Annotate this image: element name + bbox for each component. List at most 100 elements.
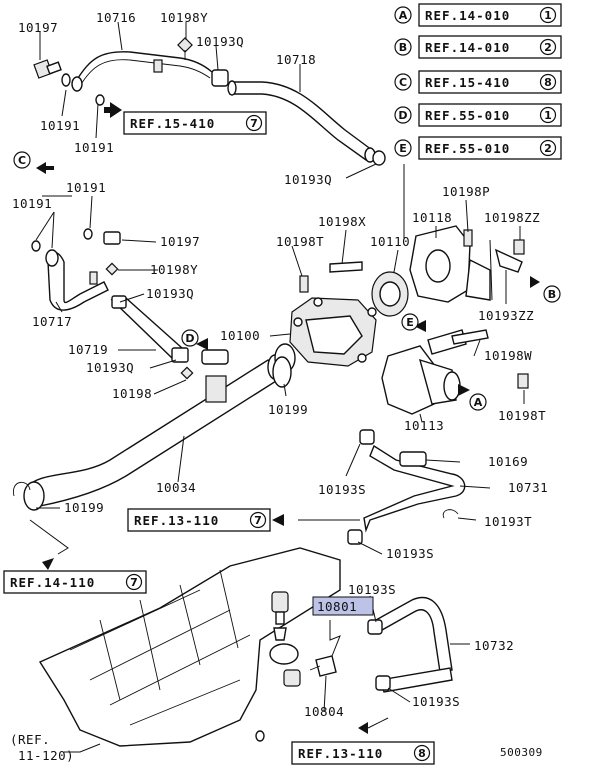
svg-text:REF.13-110: REF.13-110 [298, 746, 383, 761]
ref-box-14-110[interactable]: REF.14-110 7 [3, 570, 147, 594]
thermostat-10110 [371, 271, 409, 317]
part-label[interactable]: 10198X [318, 214, 366, 229]
part-label[interactable]: 10193Q [284, 172, 332, 187]
clamp-10193Q-top [177, 37, 229, 87]
part-label[interactable]: 10718 [276, 52, 316, 67]
bolt-10197-top [33, 59, 71, 87]
part-label[interactable]: 10198T [498, 408, 546, 423]
svg-text:REF.55-010: REF.55-010 [425, 141, 510, 156]
svg-text:7: 7 [250, 117, 258, 130]
leader-lines [29, 21, 525, 753]
ref-box-15-410[interactable]: REF.15-410 7 [123, 111, 267, 135]
svg-text:C: C [399, 76, 407, 89]
svg-text:11-120): 11-120) [18, 748, 74, 763]
part-label[interactable]: 10804 [304, 704, 344, 719]
part-label[interactable]: 10193ZZ [478, 308, 534, 323]
hose-10732 [367, 596, 453, 693]
housing-10118 [409, 225, 525, 303]
part-label-10801[interactable]: 10801 [317, 599, 357, 614]
callout-d-mid[interactable]: D [181, 329, 199, 347]
part-label[interactable]: 10191 [40, 118, 80, 133]
svg-text:B: B [399, 41, 407, 54]
legend-row-e[interactable]: E REF.55-010 2 [394, 136, 562, 160]
bolts-10198X-10198T [299, 261, 363, 293]
part-label[interactable]: 10191 [74, 140, 114, 155]
flow-arrows [36, 102, 540, 734]
callout-e-mid[interactable]: E [401, 313, 419, 331]
svg-text:E: E [399, 142, 407, 155]
callout-b-right[interactable]: B [543, 285, 561, 303]
part-label[interactable]: 10198P [442, 184, 490, 199]
part-label[interactable]: 10118 [412, 210, 452, 225]
part-label[interactable]: 10198Y [150, 262, 198, 277]
part-label[interactable]: 10197 [18, 20, 58, 35]
part-labels: 10197 10716 10198Y 10193Q 10718 10191 10… [12, 10, 548, 759]
part-label[interactable]: 10113 [404, 418, 444, 433]
svg-text:REF.13-110: REF.13-110 [134, 513, 219, 528]
part-label[interactable]: 10197 [160, 234, 200, 249]
ref-note-11-120[interactable]: (REF. 11-120) [10, 732, 74, 763]
part-label[interactable]: 10193T [484, 514, 532, 529]
svg-text:8: 8 [418, 747, 426, 760]
part-label[interactable]: 10193S [318, 482, 366, 497]
svg-text:D: D [185, 332, 194, 345]
ref-box-13-110-b[interactable]: REF.13-110 8 [291, 741, 435, 765]
gasket-10199-mid [272, 356, 292, 388]
part-label[interactable]: 10198ZZ [484, 210, 540, 225]
figure-code: 500309 [500, 746, 543, 759]
part-label[interactable]: 10716 [96, 10, 136, 25]
svg-text:E: E [406, 316, 414, 329]
svg-text:REF.15-410: REF.15-410 [130, 116, 215, 131]
part-label[interactable]: 10199 [64, 500, 104, 515]
svg-text:2: 2 [544, 142, 552, 155]
part-label[interactable]: 10169 [488, 454, 528, 469]
svg-text:1: 1 [544, 9, 552, 22]
part-label[interactable]: 10731 [508, 480, 548, 495]
svg-text:REF.55-010: REF.55-010 [425, 108, 510, 123]
part-label[interactable]: 10034 [156, 480, 196, 495]
highlight-box-10801 [312, 596, 374, 616]
part-label[interactable]: 10191 [66, 180, 106, 195]
svg-text:8: 8 [544, 76, 552, 89]
pipe-10716 [71, 51, 213, 106]
part-label[interactable]: 10732 [474, 638, 514, 653]
svg-text:7: 7 [130, 576, 138, 589]
legend-row-b[interactable]: B REF.14-010 2 [394, 35, 562, 59]
part-label[interactable]: 10193Q [146, 286, 194, 301]
legend-row-c[interactable]: C REF.15-410 8 [394, 70, 562, 94]
part-label[interactable]: 10193Q [86, 360, 134, 375]
svg-text:C: C [18, 154, 26, 167]
parts-drawing [13, 37, 529, 747]
part-label[interactable]: 10193S [412, 694, 460, 709]
ref-box-13-110-a[interactable]: REF.13-110 7 [127, 508, 271, 532]
part-label[interactable]: 10717 [32, 314, 72, 329]
legend-row-d[interactable]: D REF.55-010 1 [394, 103, 562, 127]
part-label[interactable]: 10110 [370, 234, 410, 249]
sensor-10804 [309, 655, 337, 677]
legend-row-a[interactable]: A REF.14-010 1 [394, 3, 562, 27]
pipe-10717 [31, 228, 121, 311]
svg-text:REF.14-010: REF.14-010 [425, 40, 510, 55]
part-label[interactable]: 10198 [112, 386, 152, 401]
part-label[interactable]: 10193S [348, 582, 396, 597]
part-label[interactable]: 10199 [268, 402, 308, 417]
svg-text:REF.14-110: REF.14-110 [10, 575, 95, 590]
part-label[interactable]: 10198Y [160, 10, 208, 25]
svg-text:REF.15-410: REF.15-410 [425, 75, 510, 90]
part-label[interactable]: 10193Q [196, 34, 244, 49]
callout-c-left[interactable]: C [13, 151, 31, 169]
svg-text:7: 7 [254, 514, 262, 527]
part-label[interactable]: 10719 [68, 342, 108, 357]
part-label[interactable]: 10191 [12, 196, 52, 211]
svg-text:D: D [398, 109, 407, 122]
svg-text:A: A [399, 9, 408, 22]
callout-a-mid[interactable]: A [469, 393, 487, 411]
svg-text:B: B [548, 288, 556, 301]
part-label[interactable]: 10100 [220, 328, 260, 343]
part-label[interactable]: 10198W [484, 348, 532, 363]
part-label[interactable]: 10198T [276, 234, 324, 249]
hose-10718 [227, 80, 386, 166]
part-label[interactable]: 10193S [386, 546, 434, 561]
